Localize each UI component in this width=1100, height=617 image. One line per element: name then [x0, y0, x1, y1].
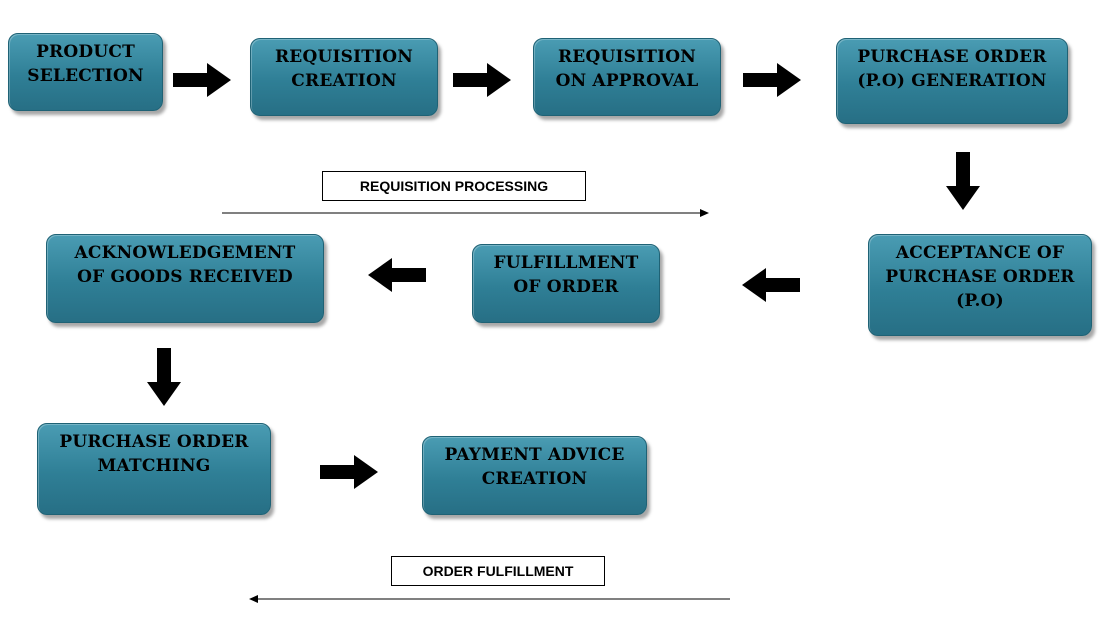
step-line: OF ORDER [513, 277, 619, 297]
step-line: PURCHASE ORDER [857, 47, 1047, 67]
step-po-acceptance: ACCEPTANCE OF PURCHASE ORDER (P.O) [868, 234, 1092, 336]
step-line: PURCHASE ORDER [885, 267, 1075, 287]
step-acknowledgement: ACKNOWLEDGEMENT OF GOODS RECEIVED [46, 234, 324, 323]
arrow-right-icon [173, 63, 231, 97]
step-line: PURCHASE ORDER [59, 432, 249, 452]
step-line: ON APPROVAL [555, 71, 699, 91]
step-line: PAYMENT ADVICE [444, 445, 625, 465]
step-line: CREATION [291, 71, 397, 91]
step-line: OF GOODS RECEIVED [77, 267, 293, 287]
thin-arrow-left-icon [249, 595, 730, 603]
arrow-left-icon [368, 258, 426, 292]
step-requisition-creation: REQUISITION CREATION [250, 38, 438, 116]
step-requisition-approval: REQUISITION ON APPROVAL [533, 38, 721, 116]
step-line: MATCHING [97, 456, 211, 476]
step-line: (P.O) [956, 291, 1004, 311]
step-product-selection: PRODUCT SELECTION [8, 33, 163, 111]
step-line: FULFILLMENT [493, 253, 639, 273]
arrow-right-icon [320, 455, 378, 489]
arrow-down-icon [147, 348, 181, 406]
arrow-down-icon [946, 152, 980, 210]
label-order-fulfillment: ORDER FULFILLMENT [391, 556, 605, 586]
step-fulfillment: FULFILLMENT OF ORDER [472, 244, 660, 323]
step-line: REQUISITION [274, 47, 414, 67]
step-line: (P.O) GENERATION [857, 71, 1047, 91]
step-po-generation: PURCHASE ORDER (P.O) GENERATION [836, 38, 1068, 124]
step-line: CREATION [481, 469, 588, 489]
step-line: SELECTION [27, 66, 144, 86]
step-line: ACKNOWLEDGEMENT [74, 243, 296, 263]
step-po-matching: PURCHASE ORDER MATCHING [37, 423, 271, 515]
step-payment-advice: PAYMENT ADVICE CREATION [422, 436, 647, 515]
arrow-left-icon [742, 268, 800, 302]
arrow-right-icon [743, 63, 801, 97]
step-line: PRODUCT [36, 42, 135, 62]
label-requisition-processing: REQUISITION PROCESSING [322, 171, 586, 201]
step-line: REQUISITION [557, 47, 697, 67]
arrow-right-icon [453, 63, 511, 97]
thin-arrow-right-icon [222, 209, 709, 217]
step-line: ACCEPTANCE OF [895, 243, 1065, 263]
